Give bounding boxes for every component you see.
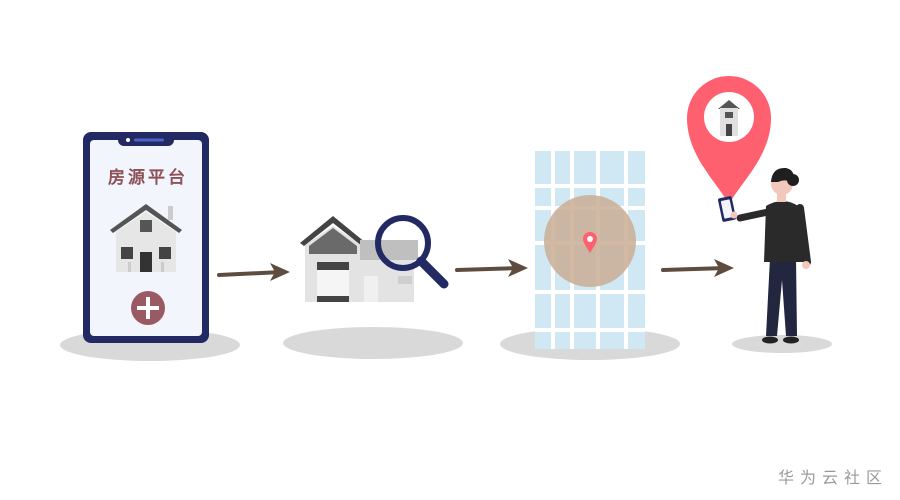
arrow-icon: [661, 259, 734, 277]
plus-icon: [131, 291, 165, 325]
house-icon: [718, 100, 740, 136]
location-pin-icon: [583, 232, 597, 253]
location-pin-icon: [687, 76, 771, 204]
person-icon: [736, 167, 811, 344]
house-shadow: [283, 327, 463, 359]
platform-title: 房源平台: [108, 168, 188, 188]
handheld-phone-icon: [718, 196, 738, 222]
magnifier-icon: [375, 215, 449, 289]
arrow-icon: [455, 259, 528, 277]
person-shadow: [732, 335, 832, 353]
watermark: 华为云社区: [777, 468, 888, 487]
house-search-icon: [300, 216, 418, 302]
arrow-icon: [217, 263, 290, 281]
house-icon: [110, 204, 182, 272]
